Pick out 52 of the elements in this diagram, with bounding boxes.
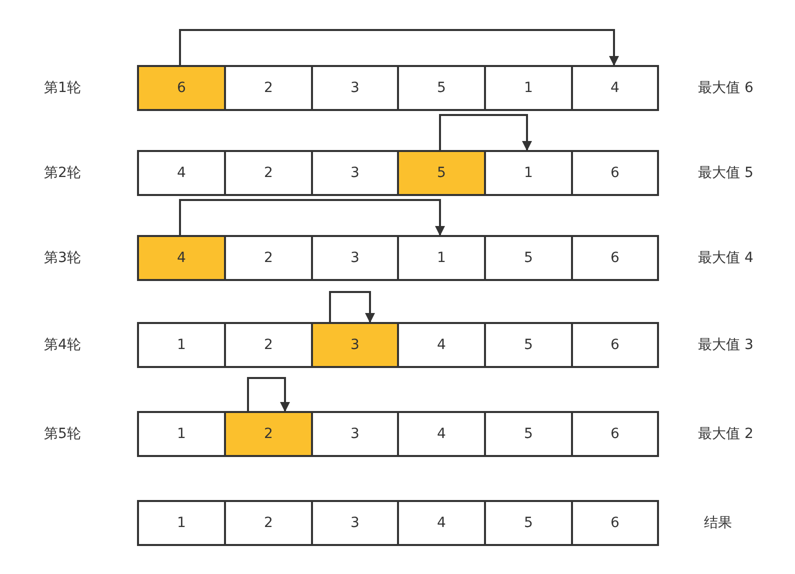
array-cell: 5 (397, 65, 486, 111)
highlighted-cell: 6 (137, 65, 226, 111)
round-label: 第4轮 (44, 336, 81, 354)
array-cell: 6 (571, 235, 659, 281)
array-cell: 2 (224, 150, 313, 196)
array-cell: 4 (137, 150, 226, 196)
array-cell: 1 (397, 235, 486, 281)
array-cell: 1 (137, 411, 226, 457)
arrow (439, 114, 532, 151)
array-cell: 4 (397, 322, 486, 368)
highlighted-cell: 2 (224, 411, 313, 457)
array-cell: 2 (224, 65, 313, 111)
array-cell: 6 (571, 150, 659, 196)
arrow (179, 29, 619, 66)
array-cell: 3 (311, 65, 399, 111)
round-label: 第2轮 (44, 164, 81, 182)
array-cell: 5 (484, 500, 573, 546)
array-cell: 1 (484, 150, 573, 196)
array-cell: 3 (311, 500, 399, 546)
highlighted-cell: 5 (397, 150, 486, 196)
array-cell: 5 (484, 322, 573, 368)
arrow (247, 377, 290, 412)
round-label: 第3轮 (44, 249, 81, 267)
array-cell: 1 (484, 65, 573, 111)
array-cell: 1 (137, 500, 226, 546)
array-cell: 3 (311, 411, 399, 457)
arrow (329, 291, 375, 323)
highlighted-cell: 4 (137, 235, 226, 281)
array-cell: 6 (571, 500, 659, 546)
max-value-label: 最大值 4 (698, 249, 754, 267)
array-cell: 2 (224, 235, 313, 281)
array-cell: 5 (484, 235, 573, 281)
array-cell: 3 (311, 235, 399, 281)
max-value-label: 最大值 3 (698, 336, 754, 354)
round-label: 第1轮 (44, 79, 81, 97)
array-cell: 2 (224, 500, 313, 546)
array-cell: 1 (137, 322, 226, 368)
max-value-label: 最大值 5 (698, 164, 754, 182)
array-cell: 5 (484, 411, 573, 457)
array-cell: 4 (397, 500, 486, 546)
highlighted-cell: 3 (311, 322, 399, 368)
array-cell: 4 (571, 65, 659, 111)
array-cell: 3 (311, 150, 399, 196)
array-cell: 6 (571, 411, 659, 457)
array-cell: 4 (397, 411, 486, 457)
array-cell: 2 (224, 322, 313, 368)
max-value-label: 最大值 2 (698, 425, 754, 443)
max-value-label: 结果 (704, 514, 732, 532)
round-label: 第5轮 (44, 425, 81, 443)
array-cell: 6 (571, 322, 659, 368)
max-value-label: 最大值 6 (698, 79, 754, 97)
arrow (179, 199, 445, 236)
